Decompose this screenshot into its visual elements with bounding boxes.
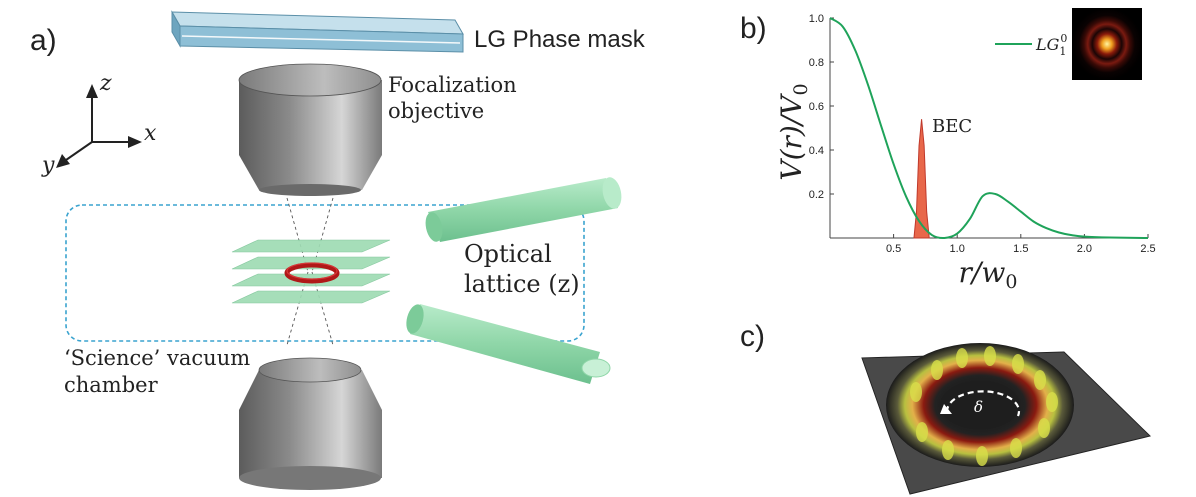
x-axis-title: r/w0	[959, 256, 1018, 293]
lattice-label-line1: Optical	[464, 240, 552, 268]
y-tick-label: 1.0	[809, 13, 824, 25]
axes-triad	[56, 84, 142, 168]
phase-mask	[171, 10, 464, 53]
panel-a-label: a)	[30, 24, 57, 57]
chamber-label-line2: chamber	[64, 373, 159, 397]
chart-legend: LG10	[995, 32, 1067, 58]
chamber-label-line1: ‘Science’ vacuum	[64, 346, 250, 370]
vacuum-chamber-outline	[65, 204, 585, 342]
panel-c: c) δ	[740, 320, 1151, 495]
y-tick-label: 0.8	[809, 57, 824, 69]
legend-sub: 1	[1059, 45, 1066, 58]
lattice-beam-lower	[406, 304, 611, 384]
bec-peak	[913, 119, 930, 239]
objective-lower	[239, 357, 382, 490]
x-tick-label: 1.0	[950, 243, 965, 255]
bec-annotation: BEC	[932, 116, 972, 137]
delta-label: δ	[974, 398, 983, 416]
legend-label: LG10	[1035, 32, 1067, 58]
lattice-label-line2: lattice (z)	[464, 270, 580, 298]
panel-a: a) LG Phase mask Focalization objective	[30, 10, 646, 490]
axis-x-label: x	[144, 121, 157, 146]
legend-sup: 0	[1060, 32, 1067, 45]
y-axis-title: V(r)/V0	[775, 83, 812, 180]
potential-chart: 0.5 1.0 1.5 2.0 2.5 0.2 0.4 0.6 0.8 1.0	[809, 13, 1156, 255]
lg-beam-inset	[1072, 8, 1142, 80]
panel-b-label: b)	[740, 12, 767, 45]
y-tick-label: 0.6	[809, 101, 824, 113]
density-surface	[861, 343, 1151, 495]
panel-c-label: c)	[740, 320, 765, 353]
axis-y-label: y	[41, 153, 55, 178]
lg-potential-curve	[829, 17, 1149, 240]
x-tick-label: 0.5	[886, 243, 901, 255]
lattice-beam-upper	[425, 177, 622, 242]
x-tick-label: 1.5	[1013, 243, 1028, 255]
x-tick-label: 2.5	[1140, 243, 1155, 255]
focus-lines	[286, 197, 334, 346]
ring-bec	[284, 262, 340, 284]
lattice-planes	[231, 239, 391, 304]
y-tick-label: 0.2	[809, 189, 824, 201]
lattice-modulation-peaks	[910, 346, 1058, 466]
axis-z-label: z	[99, 71, 112, 96]
objective-label-line1: Focalization	[388, 73, 517, 97]
panel-b: b) 0.5 1.0 1.5 2.0 2.5 0.2 0.4 0.6 0.8 1.0 V(r)/V…	[740, 8, 1156, 293]
objective-label-line2: objective	[388, 99, 484, 123]
phase-mask-label: LG Phase mask	[474, 26, 646, 53]
x-tick-label: 2.0	[1077, 243, 1092, 255]
objective-upper	[238, 63, 382, 196]
y-tick-label: 0.4	[809, 145, 824, 157]
